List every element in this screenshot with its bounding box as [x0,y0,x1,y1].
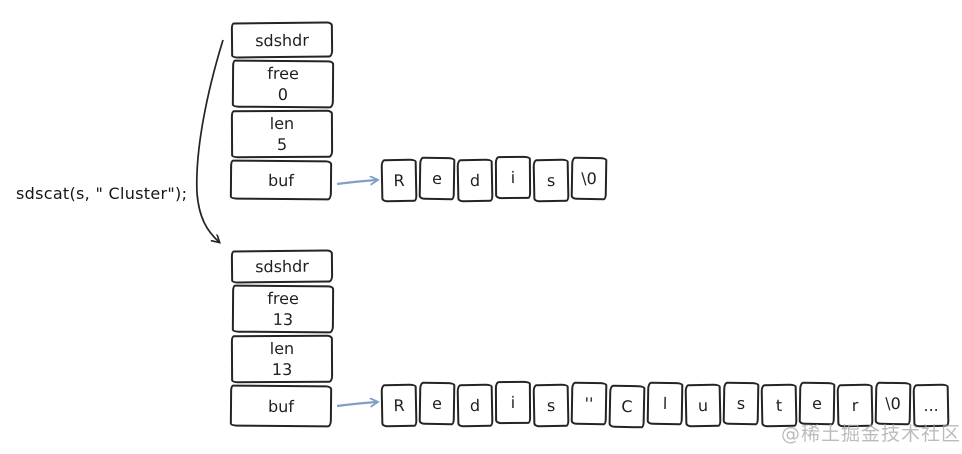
buffer-cell: e [418,156,456,201]
struct-title: sdshdr [230,249,334,284]
sds-struct-before: sdshdr free 0 len 5 buf [229,21,335,201]
field-buf: buf [229,384,333,428]
field-name: len [269,338,295,359]
sds-struct-after: sdshdr free 13 len 13 buf [229,249,335,428]
field-value: 13 [272,309,294,330]
field-value: 5 [276,134,288,155]
buffer-cell: i [494,380,532,425]
buffer-cell: R [380,158,418,203]
buffer-cell: C [608,384,646,429]
buffer-cell: d [456,383,494,428]
field-value: 0 [277,84,289,105]
watermark: @稀土掘金技术社区 [781,423,962,445]
field-len: len 5 [230,109,334,159]
buf-pointer-arrow-after [336,402,377,406]
buffer-cell: u [684,383,722,428]
field-free: free 0 [231,59,335,109]
buffer-cell: e [418,381,456,426]
buffer-cell: s [532,158,570,203]
sdscat-transition-arrow [195,39,224,242]
field-len: len 13 [230,334,334,384]
sdscat-call-label: sdscat(s, " Cluster"); [16,184,188,203]
buffer-cell: s [722,381,760,426]
buffer-cell: l [646,381,684,426]
buffer-cell: '' [570,381,608,426]
buffer-cell: s [532,383,570,428]
buffer-cell: \0 [570,156,608,201]
buf-pointer-arrow-before [336,180,377,184]
struct-title: sdshdr [230,21,334,59]
buffer-before: R e d i s \0 [380,155,608,203]
buffer-cell: d [456,158,494,203]
buffer-cell: R [380,383,418,428]
field-name: free [267,63,299,84]
buffer-cell: i [494,155,532,200]
field-name: free [267,288,299,309]
field-free: free 13 [231,284,335,334]
field-value: 13 [271,359,293,380]
field-buf: buf [229,159,333,201]
field-name: len [269,113,295,134]
